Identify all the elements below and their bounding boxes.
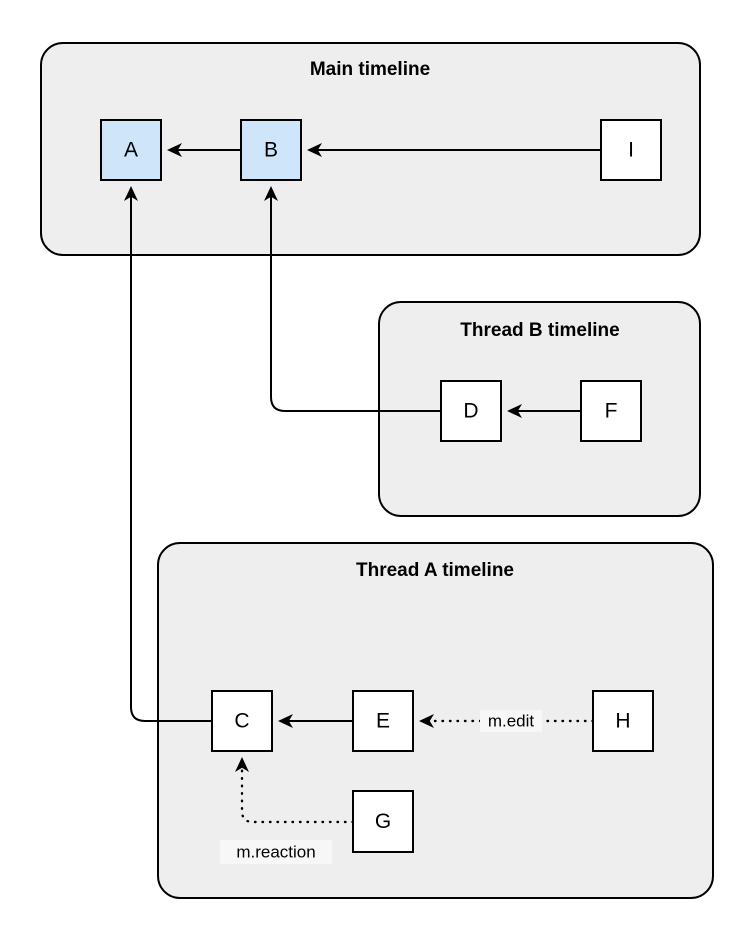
arrowhead-D-to-B (264, 186, 278, 201)
arrowhead-E-to-C (278, 714, 293, 728)
nodes-layer: A B I D F C E H G (100, 119, 662, 853)
node-label-B: B (264, 139, 278, 162)
node-box-G[interactable] (352, 790, 414, 853)
node-label-F: F (605, 400, 618, 423)
node-box-H[interactable] (592, 690, 654, 752)
node-label-H: H (615, 710, 630, 733)
edge-I-to-B (307, 143, 601, 157)
edge-C-to-A (124, 186, 212, 722)
group-box-thread-b (378, 301, 701, 517)
edge-label-text-G-to-C: m.reaction (236, 842, 315, 861)
arrowhead-G-to-C (235, 757, 249, 772)
node-label-I: I (628, 139, 634, 162)
arrowhead-C-to-A (124, 186, 138, 201)
arrowhead-H-to-E (419, 714, 434, 728)
event-node-B[interactable]: B (240, 119, 302, 181)
node-box-D[interactable] (440, 380, 502, 442)
event-node-D[interactable]: D (440, 380, 502, 442)
node-box-A[interactable] (100, 119, 162, 181)
edge-label-G-to-C: m.reaction (220, 840, 332, 864)
timeline-group-thread-b: Thread B timeline (378, 301, 701, 517)
event-node-G[interactable]: G (352, 790, 414, 853)
edge-label-text-H-to-E: m.edit (488, 711, 535, 730)
event-node-C[interactable]: C (211, 690, 273, 752)
edge-D-to-B (264, 186, 441, 412)
node-box-E[interactable] (352, 690, 414, 752)
edge-label-H-to-E: m.edit (480, 710, 542, 732)
edge-line-C-to-A (130, 194, 212, 722)
event-node-A[interactable]: A (100, 119, 162, 181)
arrowhead-B-to-A (167, 143, 182, 157)
edge-B-to-A (167, 143, 241, 157)
event-node-F[interactable]: F (580, 380, 642, 442)
node-label-E: E (376, 710, 390, 733)
group-title-thread-b: Thread B timeline (460, 320, 619, 341)
event-node-I[interactable]: I (600, 119, 662, 181)
node-box-I[interactable] (600, 119, 662, 181)
edge-label-background-G-to-C (220, 840, 332, 864)
edge-line-D-to-B (270, 194, 441, 412)
node-box-C[interactable] (211, 690, 273, 752)
node-label-A: A (124, 139, 138, 162)
edge-labels-layer: m.edit m.reaction (220, 710, 542, 864)
event-node-H[interactable]: H (592, 690, 654, 752)
node-box-F[interactable] (580, 380, 642, 442)
arrowhead-I-to-B (307, 143, 322, 157)
node-box-B[interactable] (240, 119, 302, 181)
group-title-thread-a: Thread A timeline (356, 560, 514, 581)
edge-G-to-C (235, 757, 355, 824)
edge-F-to-D (507, 404, 581, 418)
edge-label-background-H-to-E (480, 710, 542, 732)
edge-E-to-C (278, 714, 353, 728)
group-title-main: Main timeline (310, 59, 430, 80)
node-label-G: G (375, 810, 391, 833)
arrowhead-F-to-D (507, 404, 522, 418)
node-label-C: C (234, 710, 249, 733)
event-node-E[interactable]: E (352, 690, 414, 752)
node-label-D: D (463, 400, 478, 423)
